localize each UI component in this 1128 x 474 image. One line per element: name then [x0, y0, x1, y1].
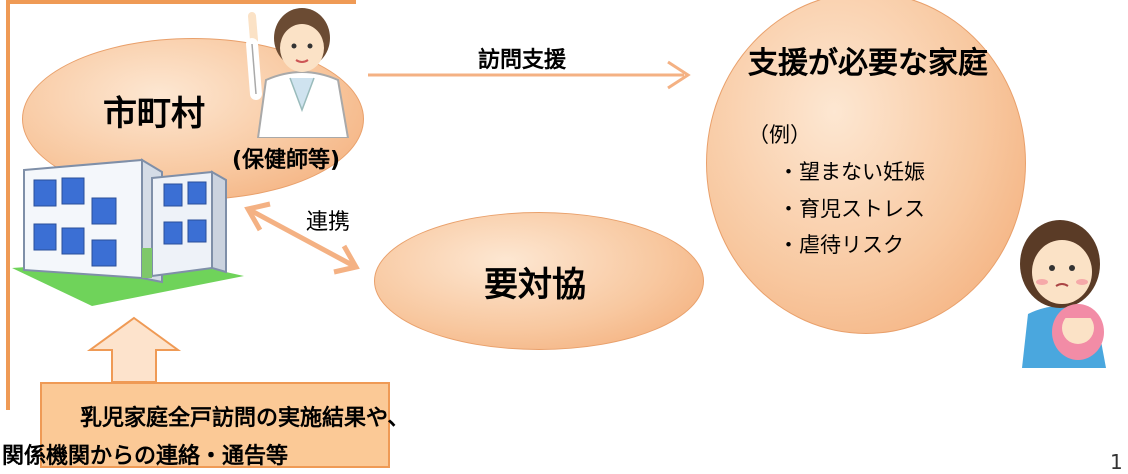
- example-heading: （例）: [748, 123, 811, 147]
- staff-label: (保健師等): [232, 148, 341, 173]
- frame-left-line: [6, 0, 10, 410]
- family-title: 支援が必要な家庭: [748, 46, 988, 81]
- up-arrow: [86, 316, 182, 383]
- nurse-icon: [246, 8, 350, 138]
- source-line-1: 乳児家庭全戸訪問の実施結果や、: [80, 406, 410, 431]
- frame-top-line: [6, 0, 356, 4]
- family-ellipse: [706, 0, 1026, 334]
- cooperation-arrow: [244, 201, 360, 275]
- page-number: 1: [1110, 450, 1123, 474]
- example-item: ・育児ストレス: [778, 197, 925, 221]
- cooperation-label: 連携: [306, 210, 351, 235]
- council-label: 要対協: [484, 265, 586, 305]
- visit-support-label: 訪問支援: [478, 48, 567, 73]
- example-item: ・望まない妊娠: [778, 160, 925, 184]
- source-line-2: 関係機関からの連絡・通告等: [2, 444, 289, 469]
- visit-support-arrow: [368, 60, 691, 90]
- mother-baby-icon: [1020, 220, 1106, 368]
- example-item: ・虐待リスク: [778, 233, 904, 257]
- municipality-label: 市町村: [103, 94, 205, 134]
- building-icon: [12, 158, 244, 306]
- council-ellipse: [374, 212, 704, 350]
